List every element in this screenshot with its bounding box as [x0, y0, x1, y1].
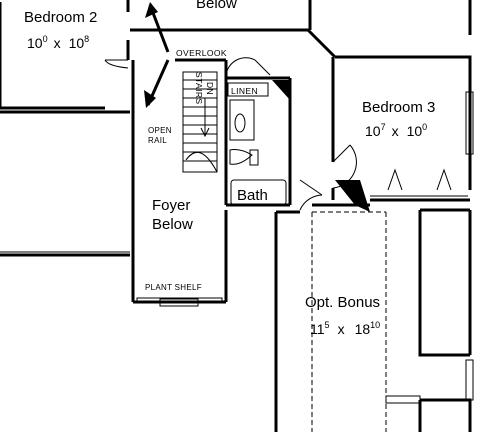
- bedroom2-name: Bedroom 2: [24, 9, 97, 26]
- stairs-label: STAIRS: [194, 72, 204, 104]
- bedroom3-name: Bedroom 3: [362, 99, 435, 116]
- linen-label: LINEN: [231, 86, 258, 96]
- foyer-label-1: Foyer: [152, 197, 190, 214]
- below-top-name: Below: [196, 0, 237, 12]
- overlook-label: OVERLOOK: [176, 48, 227, 58]
- bath-name: Bath: [237, 187, 268, 204]
- windows: [159, 91, 474, 404]
- bonus-name: Opt. Bonus: [305, 294, 380, 311]
- doors: [104, 57, 370, 212]
- plant-shelf-label: PLANT SHELF: [145, 283, 202, 292]
- bath-fixtures: [229, 80, 290, 206]
- open-rail-label-1: OPEN: [148, 126, 172, 135]
- open-rail-label-2: RAIL: [148, 136, 167, 145]
- foyer-label-2: Below: [152, 216, 193, 233]
- overlook-arrows: [144, 2, 170, 108]
- linen-closet: [227, 82, 269, 97]
- bonus-outline: [311, 211, 387, 432]
- stairs: [182, 71, 218, 173]
- dn-label: DN: [205, 82, 215, 95]
- closet-doors: [387, 168, 452, 191]
- walls: [0, 0, 472, 432]
